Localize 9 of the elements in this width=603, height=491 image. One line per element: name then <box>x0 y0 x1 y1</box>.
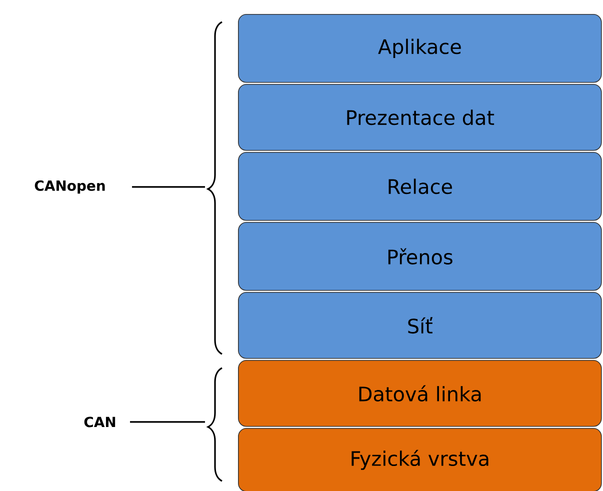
layer-box: Relace <box>238 152 602 221</box>
layer-box: Fyzická vrstva <box>238 428 602 491</box>
layer-box: Přenos <box>238 222 602 291</box>
group-label: CANopen <box>34 180 105 194</box>
layer-box: Aplikace <box>238 14 602 83</box>
layer-box: Síť <box>238 292 602 359</box>
layer-box: Datová linka <box>238 360 602 427</box>
layer-box: Prezentace dat <box>238 84 602 151</box>
group-label: CAN <box>84 416 116 428</box>
